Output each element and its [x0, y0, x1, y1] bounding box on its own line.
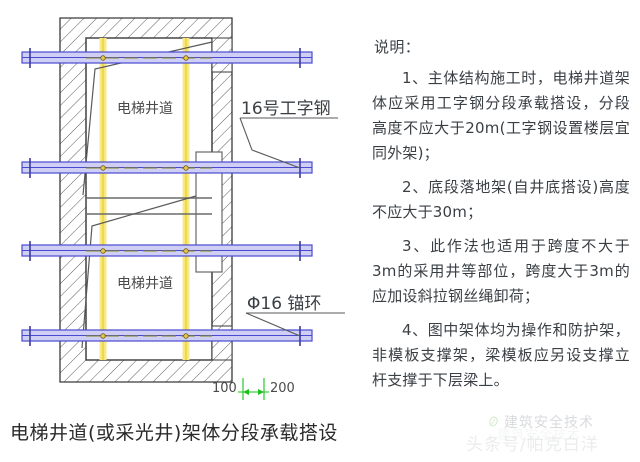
- watermark-brand-text: 建筑安全技术: [504, 415, 594, 431]
- notes-panel: 说明： 1、主体结构施工时，电梯井道架体应采用工字钢分段承载搭设，分段高度不应大…: [372, 36, 630, 402]
- i-beam-level-1: [21, 48, 313, 68]
- note-item-3: 3、此作法也适用于跨度不大于3m的采用井等部位，跨度大于3m的应加设斜拉钢丝绳卸…: [372, 237, 630, 305]
- callout-anchor-ring-label: Φ16 锚环: [247, 294, 321, 314]
- notes-heading: 说明：: [374, 38, 421, 56]
- dimension-group: 100 200: [212, 378, 295, 400]
- diagonal-bracing: [81, 41, 213, 349]
- watermark-brand: 建筑安全技术: [487, 412, 594, 432]
- callout-i-beam: 16号工字钢: [239, 99, 338, 169]
- watermark-brand-ghost: 建筑安全技术: [497, 428, 582, 443]
- note-item-2: 2、底段落地架(自井底搭设)高度不应大于30m；: [372, 178, 630, 221]
- note-item-4: 4、图中架体均为操作和防护架，非模板支撑架，梁模板应另设支撑立杆支撑于下层梁上。: [372, 321, 630, 389]
- i-beam-level-3: [21, 241, 313, 261]
- shaft-label-bottom: 电梯井道: [117, 276, 173, 292]
- scaffold-poles: [99, 38, 190, 360]
- leaf-icon: [487, 416, 499, 428]
- i-beam-level-4: [21, 326, 313, 346]
- shaft-label-top: 电梯井道: [117, 101, 173, 117]
- dimension-label-right: 200: [270, 381, 295, 396]
- callout-i-beam-label: 16号工字钢: [241, 99, 331, 119]
- callout-anchor-ring: Φ16 锚环: [245, 294, 345, 337]
- watermark-handle: 头条号/帕克白洋: [466, 435, 599, 455]
- dimension-label-left: 100: [212, 381, 237, 396]
- figure-caption: 电梯井道(或采光井)架体分段承载搭设: [10, 422, 338, 444]
- note-item-1: 1、主体结构施工时，电梯井道架体应采用工字钢分段承载搭设，分段高度不应大于20m…: [372, 69, 630, 162]
- technical-drawing: 16号工字钢 Φ16 锚环 电梯井道 电梯井道 100 200: [0, 0, 360, 400]
